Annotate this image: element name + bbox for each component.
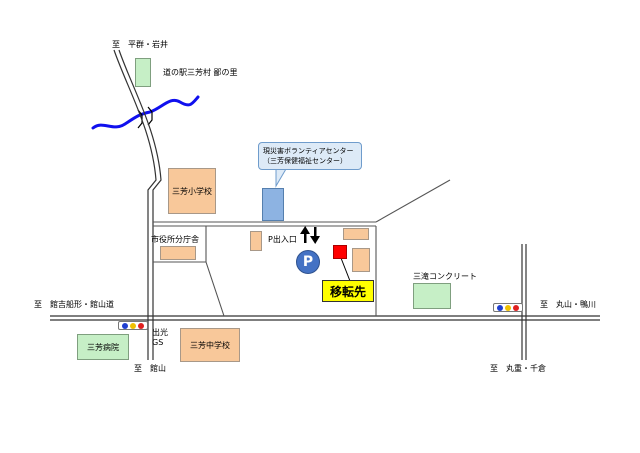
idemitsu-gs-label-line1: 出光 [152, 328, 168, 337]
east-road-vertical [521, 244, 527, 360]
relocation-pointer [340, 257, 351, 282]
main-road-east-west [50, 315, 600, 321]
west-road-label: 至 館吉船形・館山道 [34, 300, 114, 309]
relocation-marker [333, 245, 347, 259]
callout-line-1: 現災害ボランティアセンター [263, 147, 354, 155]
south-road-tateyama-label: 至 館山 [134, 364, 166, 373]
parking-icon: P [296, 250, 320, 274]
samitaki-concrete-label: 三滝コンクリート [413, 272, 477, 281]
north-road-label: 至 平群・岩井 [112, 40, 168, 49]
sanyo-hospital-label: 三芳病院 [87, 342, 119, 352]
east-road-label: 至 丸山・鴨川 [540, 300, 596, 309]
michi-no-eki-label: 道の駅三芳村 鄙の里 [163, 68, 238, 77]
callout-line-2: （三芳保健福祉センター） [263, 157, 347, 165]
volunteer-center-building [262, 188, 284, 221]
national-road-north [113, 49, 162, 220]
south-road-maruyama-label: 至 丸重・千倉 [490, 364, 546, 373]
sanyo-junior-high-building: 三芳中学校 [180, 328, 240, 362]
michi-no-eki-building [135, 58, 151, 87]
callout-tail [275, 168, 287, 188]
building-small-1 [250, 231, 262, 251]
main-road-vertical [147, 220, 154, 360]
parking-entrance-arrows [300, 226, 320, 244]
sanyo-elementary-building: 三芳小学校 [168, 168, 216, 214]
traffic-light-icon [493, 303, 523, 312]
traffic-light-icon [118, 321, 148, 330]
idemitsu-gs-label-line2: GS [152, 338, 164, 347]
sanyo-junior-high-label: 三芳中学校 [190, 340, 230, 350]
samitaki-concrete-building [413, 283, 451, 309]
relocation-site-label: 移転先 [322, 280, 374, 302]
building-small-2 [343, 228, 369, 240]
city-branch-office-building [160, 246, 196, 260]
volunteer-center-callout: 現災害ボランティアセンター （三芳保健福祉センター） [258, 142, 362, 170]
building-small-3 [352, 248, 370, 272]
city-branch-office-label: 市役所分庁舎 [151, 235, 199, 244]
parking-entrance-label: P出入口 [268, 235, 297, 244]
sanyo-elementary-label: 三芳小学校 [172, 186, 212, 196]
sanyo-hospital-building: 三芳病院 [77, 334, 129, 360]
bridge-mark-right [147, 106, 153, 126]
local-roads [153, 179, 451, 317]
river [91, 95, 200, 130]
